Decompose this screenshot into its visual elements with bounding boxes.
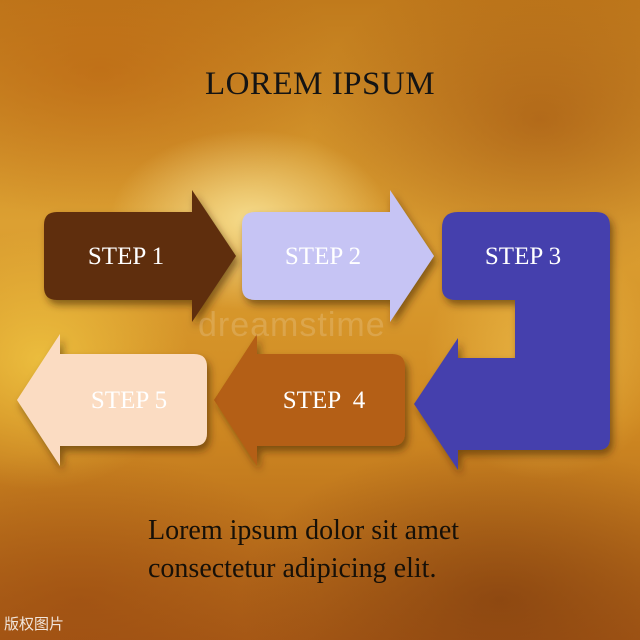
step-1-arrow: STEP 1 <box>44 190 236 322</box>
step-4-shape <box>214 334 405 466</box>
caption-line-2: consectetur adipicing elit. <box>148 553 437 584</box>
step-1-label: STEP 1 <box>88 243 164 270</box>
step-3-label: STEP 3 <box>485 243 561 270</box>
step-5-arrow: STEP 5 <box>17 334 207 466</box>
step-5-label: STEP 5 <box>91 387 167 414</box>
step-4-arrow: STEP 4 <box>214 334 405 466</box>
step-2-arrow: STEP 2 <box>242 190 434 322</box>
caption-line-1: Lorem ipsum dolor sit amet <box>148 515 460 546</box>
step-4-label: STEP 4 <box>283 387 366 414</box>
caption-text: Lorem ipsum dolor sit amet consectetur a… <box>148 512 459 588</box>
step-2-label: STEP 2 <box>285 243 361 270</box>
step-2-shape <box>242 190 434 322</box>
step-5-shape <box>17 334 207 466</box>
step-3-shape <box>414 212 610 470</box>
step-3-arrow: STEP 3 <box>414 212 610 470</box>
page-title: LOREM IPSUM <box>204 66 436 102</box>
step-1-shape <box>44 190 236 322</box>
copyright-label: 版权图片 <box>4 615 65 633</box>
watermark-text: dreamstime <box>198 306 386 344</box>
